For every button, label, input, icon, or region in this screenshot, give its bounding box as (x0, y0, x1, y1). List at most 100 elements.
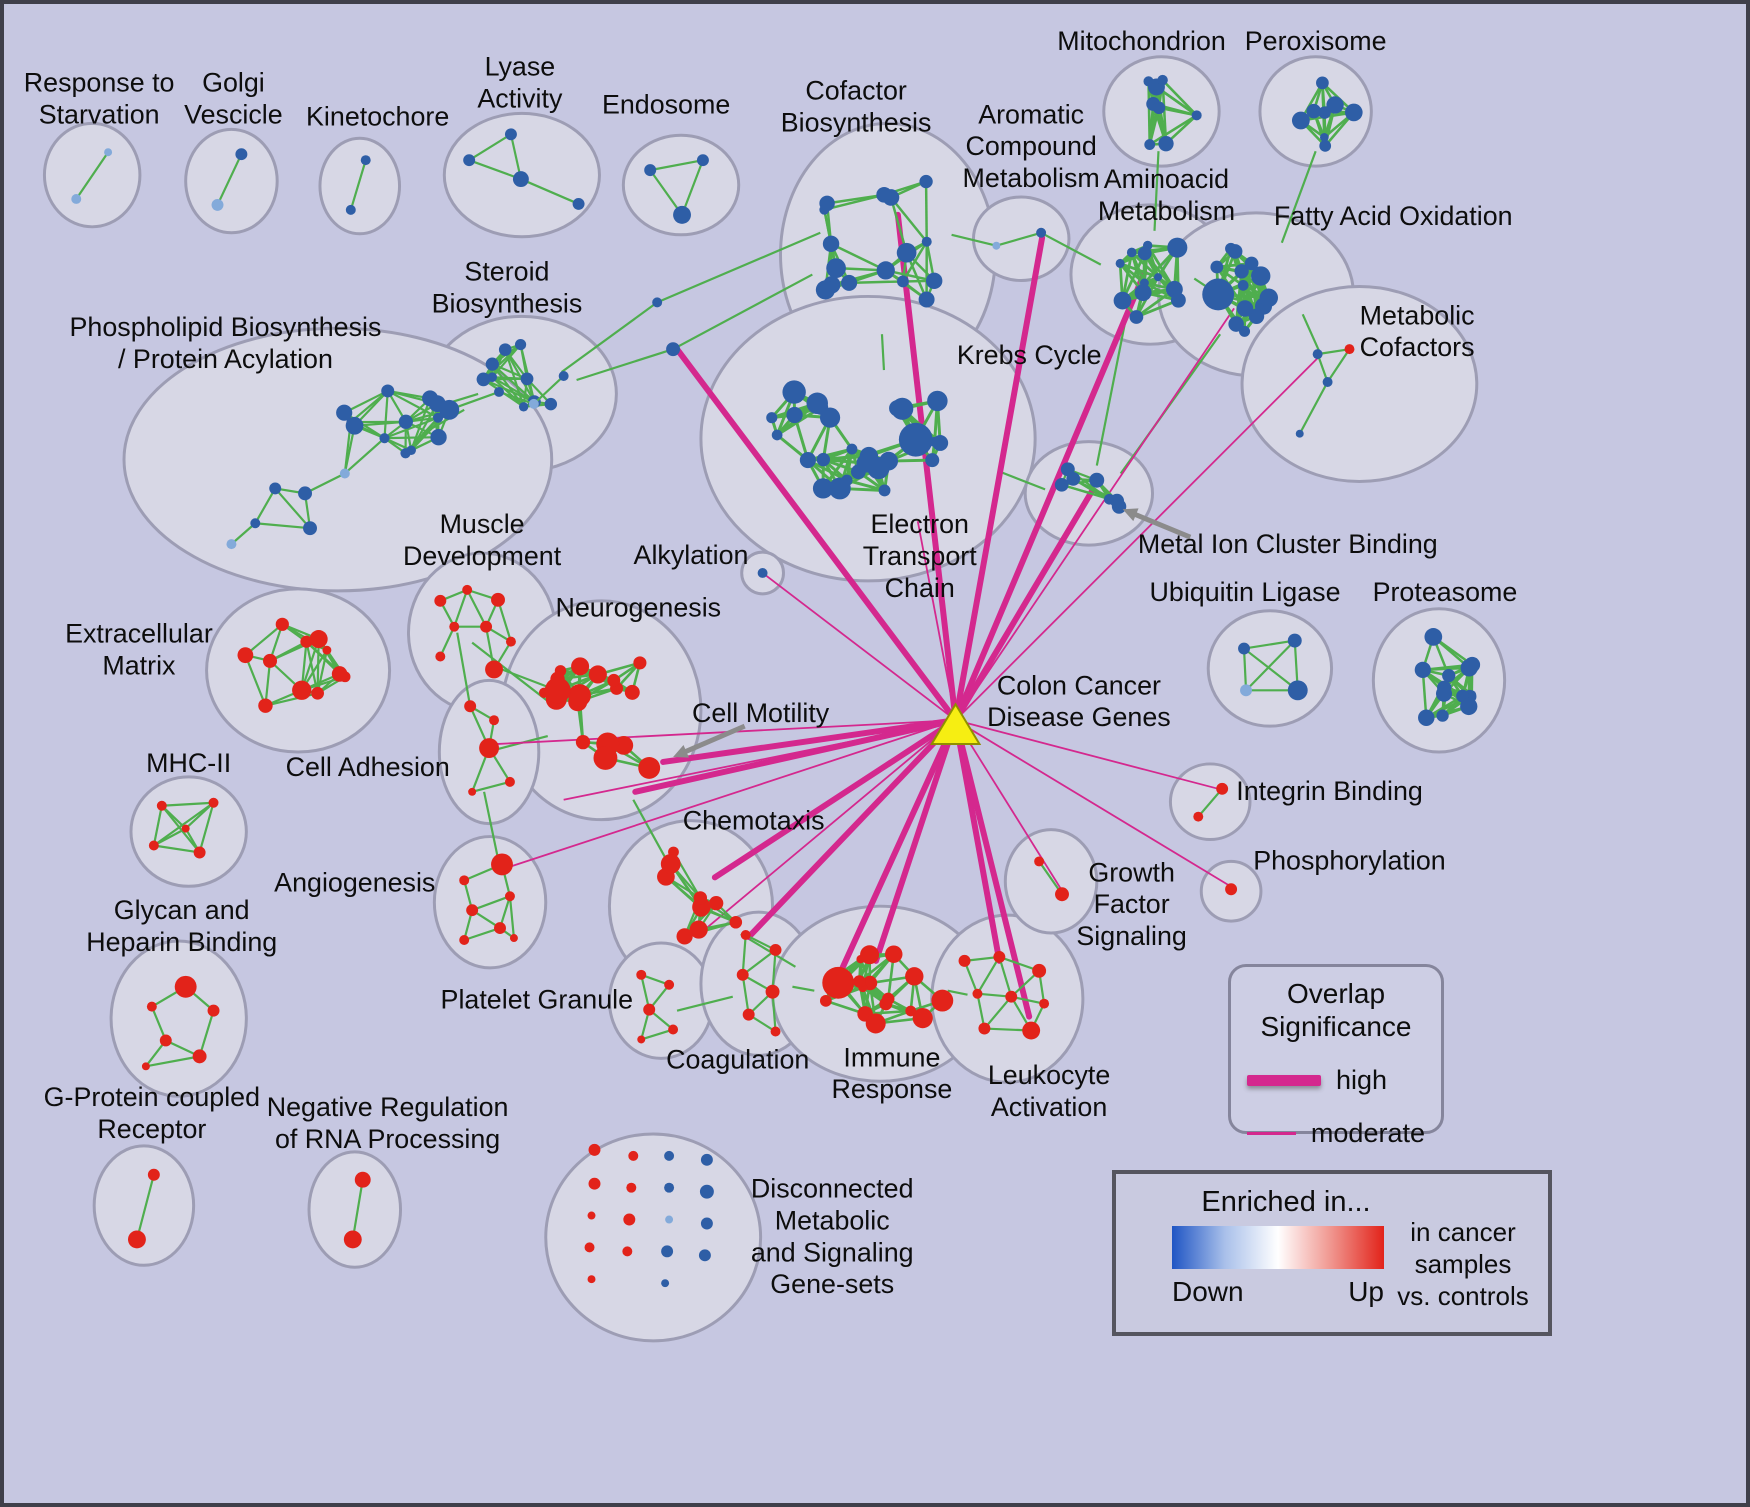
gene-set-node (638, 756, 661, 779)
green-edge (1130, 251, 1146, 284)
gene-set-node (1227, 244, 1243, 259)
gene-set-node (1191, 110, 1202, 121)
network-metabolic-cofactors (1295, 344, 1355, 438)
network-steroid-biosynthesis (476, 338, 558, 412)
gene-set-node (905, 967, 924, 986)
label-integrin-binding: Integrin Binding (1236, 776, 1423, 806)
gene-set-node (925, 453, 940, 468)
gene-set-node (575, 734, 591, 750)
gene-set-node (765, 984, 780, 999)
gene-set-node (905, 1005, 917, 1017)
green-edge (998, 956, 1013, 998)
gene-set-node (464, 700, 477, 713)
gene-set-node (1319, 132, 1329, 142)
network-negative-regulation-rna-processing (343, 1171, 371, 1249)
gene-set-node (459, 875, 470, 886)
gene-set-node (1126, 247, 1137, 258)
green-edge (504, 349, 525, 408)
green-edge (384, 416, 439, 440)
gene-set-node (729, 915, 743, 929)
label-alkylation: Alkylation (634, 540, 749, 570)
gene-set-node (1319, 139, 1332, 152)
green-edge (998, 955, 1040, 972)
green-edge (471, 780, 511, 793)
green-edge (1326, 348, 1351, 383)
green-edge (1243, 639, 1295, 650)
gene-set-node (676, 928, 693, 945)
gene-set-node (1167, 237, 1188, 258)
network-peroxisome (1291, 76, 1363, 152)
green-edge (344, 437, 386, 475)
green-edge (632, 799, 667, 858)
cluster-ellipse-growth-factor-signaling (1003, 828, 1099, 935)
green-edge (304, 472, 346, 495)
green-edge (676, 995, 734, 1012)
green-edge (410, 403, 439, 451)
gene-set-node (769, 943, 782, 956)
gene-set-node (921, 236, 932, 247)
gene-set-node (1110, 493, 1125, 508)
gene-set-node (504, 128, 517, 141)
overlap-edge-moderate (507, 719, 956, 869)
gene-set-node (1032, 963, 1047, 978)
gene-set-node (782, 380, 806, 404)
green-edge (463, 927, 501, 942)
gene-set-node (275, 617, 289, 631)
network-disconnected-gene-sets (584, 1143, 714, 1288)
green-edge (504, 349, 536, 403)
green-edge (1153, 151, 1160, 231)
down-label: Down (1172, 1276, 1244, 1307)
gene-set-node (700, 1153, 713, 1166)
gene-set-node (509, 934, 518, 942)
gene-set-node (1158, 135, 1174, 152)
green-edge (849, 280, 903, 285)
green-edge (741, 974, 750, 1015)
gene-set-node (709, 896, 724, 911)
green-edge (198, 1010, 215, 1057)
label-endosome: Endosome (602, 89, 730, 119)
gene-set-node (263, 653, 278, 668)
gene-set-node (237, 647, 254, 664)
gene-set-node (1287, 680, 1308, 701)
gene-set-node (520, 372, 534, 386)
gene-set-node (1139, 278, 1149, 288)
gene-set-node (498, 343, 512, 356)
label-angiogenesis: Angiogenesis (274, 867, 435, 897)
network-coagulation (736, 930, 782, 1037)
green-edge (830, 242, 887, 272)
gene-set-node (558, 371, 569, 381)
green-edge (255, 522, 311, 530)
gene-set-node (491, 592, 505, 607)
high-significance-label: high (1336, 1065, 1388, 1095)
gene-set-node (430, 429, 447, 446)
gene-set-node (584, 1242, 595, 1253)
green-edge (244, 654, 267, 707)
green-edge (439, 626, 456, 657)
gene-set-node (1435, 685, 1453, 702)
green-edge (792, 985, 815, 992)
overlap-edge-high (632, 717, 959, 795)
gene-set-node (1157, 74, 1168, 86)
gene-set-node (462, 584, 473, 595)
overlap-edge-high (873, 717, 959, 964)
green-edge (1301, 313, 1321, 353)
gene-set-node (459, 935, 470, 945)
green-edge (533, 375, 565, 405)
gene-set-node (860, 945, 880, 965)
gene-set-node (1134, 284, 1152, 302)
gene-set-node (865, 1013, 886, 1034)
gene-set-node (912, 1008, 933, 1029)
overlap-significance-legend: Overlap Significance high moderate (1228, 964, 1444, 1148)
gene-set-node (664, 979, 675, 990)
green-edge (316, 649, 328, 694)
green-edge (471, 641, 548, 702)
gene-set-node (235, 148, 248, 161)
gene-set-node (434, 594, 447, 607)
